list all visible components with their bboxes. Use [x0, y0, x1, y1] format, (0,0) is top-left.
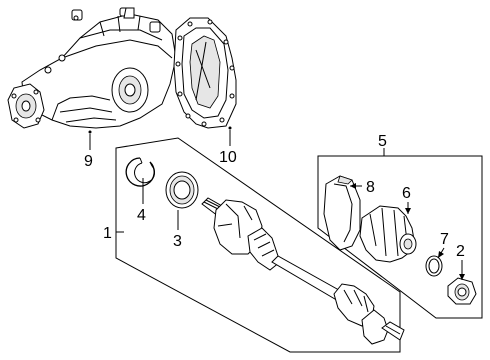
callout-1: 1: [103, 225, 112, 242]
callout-3: 3: [173, 233, 182, 250]
boot: [359, 205, 417, 263]
axle-assembly-box: [115, 137, 401, 353]
differential-cover: [173, 17, 237, 129]
callout-4: 4: [137, 207, 146, 224]
boot-band: [323, 175, 361, 251]
callout-2: 2: [456, 243, 465, 260]
callout-8: 8: [366, 179, 375, 196]
callout-5: 5: [378, 133, 387, 150]
leader-lines: [88, 126, 465, 280]
boot-kit-box: [317, 155, 483, 319]
callout-6: 6: [402, 185, 411, 202]
callout-10: 10: [219, 149, 237, 166]
seal: [165, 171, 199, 209]
small-clamp: [425, 255, 443, 277]
callout-9: 9: [84, 153, 93, 170]
differential-housing: [7, 7, 177, 129]
axle-shaft: [201, 197, 405, 345]
callout-7: 7: [440, 231, 449, 248]
axle-nut: [447, 277, 477, 305]
snap-ring: [125, 157, 156, 187]
